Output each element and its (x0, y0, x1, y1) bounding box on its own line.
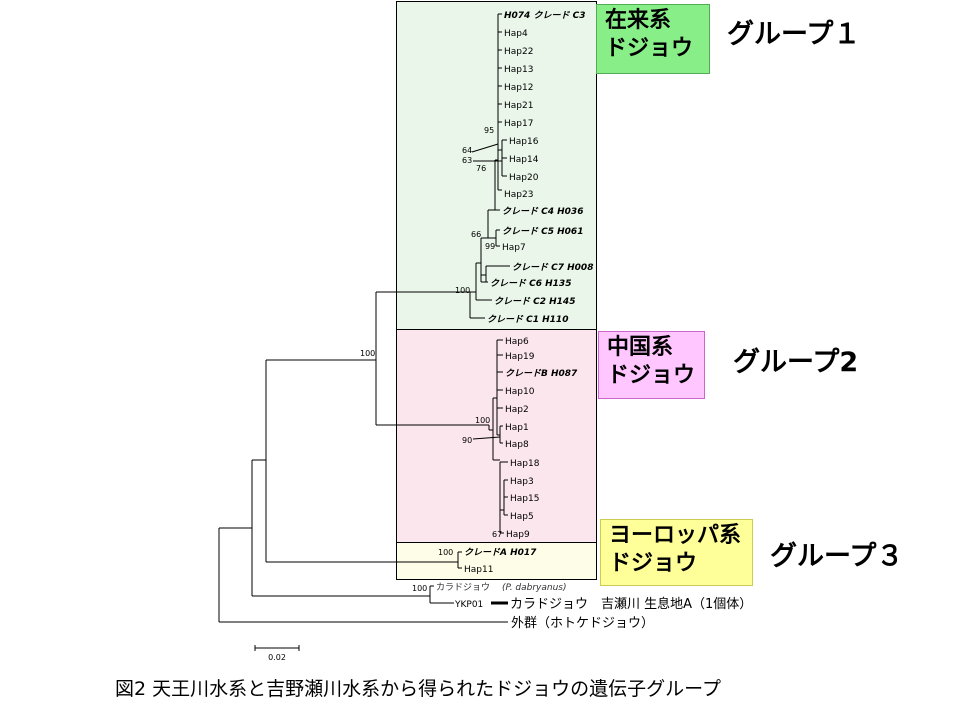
bootstrap-value: 100 (360, 349, 375, 358)
group1-title: グループ１ (727, 19, 861, 50)
taxon-label: Hap10 (505, 387, 535, 397)
bootstrap-value: 90 (462, 436, 472, 445)
tree-branch (472, 436, 501, 440)
taxon-label: Hap3 (510, 477, 534, 487)
group1-origin-label: 在来系 (605, 8, 672, 33)
bootstrap-value: 100 (475, 416, 490, 425)
specimen-label: カラドジョウ 吉瀬川 生息地A（1個体） (510, 596, 752, 612)
outgroup-label: 外群（ホトケドジョウ） (511, 616, 654, 631)
group1-badge: 在来系 ドジョウ (596, 4, 710, 74)
bootstrap-value: 100 (455, 286, 470, 295)
bootstrap-value: 66 (471, 230, 481, 239)
taxon-label: クレード C5 H061 (502, 226, 583, 237)
group3-region (396, 542, 597, 580)
taxon-label: クレード C7 H008 (512, 262, 593, 273)
taxon-label: Hap2 (505, 405, 529, 415)
taxon-label: クレード C2 H145 (494, 296, 575, 307)
taxon-label: Hap22 (504, 47, 533, 57)
group3-origin-label: ヨーロッパ系 (609, 523, 742, 548)
taxon-label: クレードA H017 (464, 547, 537, 558)
taxon-label: クレード C6 H135 (490, 278, 571, 289)
figure-caption: 図2 天王川水系と吉野瀬川水系から得られたドジョウの遺伝子グループ (115, 678, 721, 700)
bootstrap-value: 100 (412, 584, 427, 593)
taxon-label: クレード C1 H110 (487, 314, 568, 325)
group2-badge: 中国系 ドジョウ (598, 331, 705, 399)
taxon-label: Hap8 (505, 440, 529, 450)
bootstrap-value: 100 (438, 548, 453, 557)
bootstrap-value: 95 (484, 126, 494, 135)
bootstrap-value: 76 (476, 164, 486, 173)
taxon-label: H074 クレード C3 (504, 10, 585, 21)
bootstrap-value: 67 (492, 530, 502, 539)
taxon-label: Hap15 (510, 494, 539, 504)
taxon-label: Hap9 (506, 530, 530, 540)
group3-badge: ヨーロッパ系 ドジョウ (600, 519, 753, 586)
scale-bar (254, 645, 300, 651)
taxon-label: クレード C4 H036 (502, 206, 583, 217)
taxon-label: Hap6 (505, 337, 529, 347)
group1-species-label: ドジョウ (605, 36, 694, 61)
group2-species-label: ドジョウ (607, 363, 696, 388)
bootstrap-value: 99 (485, 242, 495, 251)
group3-title: グループ３ (770, 541, 904, 572)
taxon-label: Hap23 (504, 190, 533, 200)
taxon-label: Hap14 (509, 155, 539, 165)
taxon-label: Hap16 (509, 137, 539, 147)
taxon-label: カラドジョウ (436, 582, 490, 593)
taxon-label: Hap17 (504, 119, 533, 129)
taxon-label: Hap21 (504, 101, 533, 111)
group2-title: グループ2 (733, 347, 859, 378)
taxon-label: Hap4 (504, 29, 528, 39)
taxon-label: Hap18 (510, 459, 540, 469)
taxon-label: クレードB H087 (505, 368, 578, 379)
scale-bar-label: 0.02 (268, 653, 286, 662)
taxon-label: Hap7 (502, 243, 526, 253)
taxon-labels: H074 クレード C3 Hap4 Hap22 Hap13 Hap12 Hap2… (436, 10, 593, 610)
taxon-label: Hap11 (464, 565, 493, 575)
bootstrap-value: 63 (462, 156, 472, 165)
taxon-label: Hap12 (504, 83, 533, 93)
bootstrap-value: 64 (462, 146, 472, 155)
taxon-label: YKP01 (454, 600, 483, 610)
taxon-label: Hap20 (509, 173, 539, 183)
taxon-species-label: (P. dabryanus) (502, 583, 567, 593)
group3-species-label: ドジョウ (609, 551, 698, 576)
taxon-label: Hap1 (505, 423, 529, 433)
bootstrap-values: 95 64 63 76 66 99 100 100 100 90 67 100 … (360, 126, 502, 593)
tree-branch (471, 143, 499, 153)
taxon-label: Hap19 (505, 352, 535, 362)
taxon-label: Hap13 (504, 65, 533, 75)
tree-branches (218, 13, 510, 623)
taxon-label: Hap5 (510, 512, 534, 522)
group1-region (396, 1, 597, 330)
group2-origin-label: 中国系 (607, 335, 674, 360)
